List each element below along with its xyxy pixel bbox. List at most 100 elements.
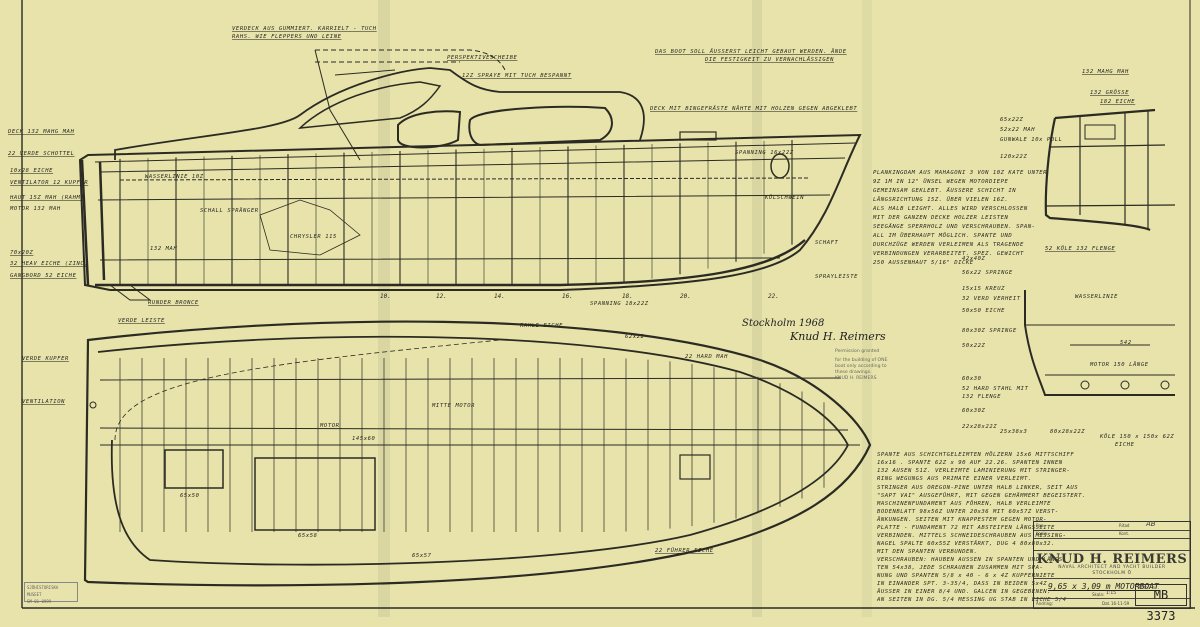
- waterline: [119, 177, 811, 181]
- permission-line: boat only according to: [835, 364, 887, 369]
- station-number: 16.: [562, 293, 573, 300]
- scale-value: 1:15: [1106, 591, 1117, 596]
- annotation: 22 FÜHRER EICHE: [655, 547, 714, 554]
- annotation: MOTOR 150 LÄNGE: [1089, 361, 1149, 368]
- dimension-label: 25x38x3: [1000, 429, 1027, 435]
- dimension-label: 32 VERD VERHEIT: [961, 296, 1021, 302]
- stamp-line: SJÖHISTORISKA MUSEET: [27, 585, 59, 597]
- frame-lines: [119, 358, 825, 532]
- anchor-well: [770, 153, 790, 179]
- note-line: RING WEGUNGS AUS PRIMATE EINER VERLEIMT.: [877, 476, 1032, 482]
- fold-shadow: [752, 0, 762, 617]
- permission-line: these drawings.: [835, 370, 872, 375]
- firm-city: STOCKHOLM Ö: [1092, 571, 1132, 576]
- annotation: PERSPEKTIVESCHEIBE: [447, 55, 517, 61]
- note-line: PLATTE - FUNDAMENT 72 MIT ABSTEIFEN LÄNG…: [877, 524, 1055, 531]
- annotation: 52x22 MAH: [1000, 127, 1035, 133]
- dimension-label: 50x50 EICHE: [962, 308, 1005, 314]
- annotation: RUNDER BRONCE: [148, 300, 199, 306]
- cross-section-aft: 132 MAHG MAH 132 GRÖSSE 182 EICHE 65x22Z…: [1000, 69, 1176, 252]
- section-outline: [1044, 108, 1156, 232]
- signature-date: Stockholm 1968: [742, 318, 825, 329]
- annotation: 12Z SPRAYE MIT TUCH BESPANNT: [462, 73, 572, 79]
- annotation: 52 KÖLE 132 FLENGE: [1045, 245, 1115, 252]
- note-line: STRINGER AUS OREGON-PINE UNTER HALB LINK…: [877, 485, 1078, 491]
- dimension-label: 42x40Z: [962, 256, 986, 262]
- canopy-struts: [314, 49, 396, 161]
- annotation: 65x50: [180, 493, 200, 499]
- drawing-number: Ritn. nr. MB 3373: [1135, 584, 1187, 623]
- note-line: NAGEL SPALTE 60x55Z VERSTÄRKT, DUG 4 80x…: [876, 540, 1055, 547]
- hull-plan-outline: [83, 320, 872, 587]
- plan-annotations: VERDE LEISTE VERDE KUPFER VENTILATION MI…: [22, 318, 728, 559]
- annotation: 120x22Z: [1000, 154, 1027, 160]
- annotation: CHRYSLER 115: [290, 234, 337, 240]
- section-members: [1045, 110, 1176, 230]
- annotation: KÖLE 150 x 150x 62Z: [1099, 433, 1174, 440]
- note-line: AN SEITEN IN DG. 5/4 MESSING UG STAB IN …: [876, 597, 1067, 603]
- profile-view: 10. 12. 14. 16. 18. 20. 22. VERDECK AUS …: [7, 26, 862, 307]
- bolt-icon: [1120, 380, 1130, 390]
- plan-view: VERDE LEISTE VERDE KUPFER VENTILATION MI…: [22, 318, 872, 587]
- annotation: 70x20Z: [10, 250, 34, 256]
- engine-outline: [259, 199, 361, 256]
- hull-profile-outline: [78, 133, 862, 291]
- tb-initials: AB: [1146, 520, 1156, 528]
- change-label: Ändring:: [1036, 601, 1053, 606]
- date-label: Dat.: [1102, 601, 1111, 606]
- station-numbers: 10. 12. 14. 16. 18. 20. 22.: [380, 293, 779, 300]
- specification-notes: PLANKINGDAM AUS MAHAGONI 3 VON 10Z KATE …: [872, 170, 1047, 266]
- permission-title: Permission granted: [835, 349, 880, 354]
- annotation: SPANNING 16x22Z: [735, 150, 794, 156]
- firm-subtitle: NAVAL ARCHITECT AND YACHT BUILDER: [1058, 565, 1166, 570]
- annotation: VERDE LEISTE: [118, 318, 165, 324]
- annotation: DAS BOOT SOLL ÄUSSERST LEICHT GEBAUT WER…: [654, 48, 847, 55]
- ventilator-icon: [89, 401, 97, 409]
- tb-label: Ritad: [1119, 523, 1130, 528]
- annotation: RAHLE EICHE: [520, 323, 563, 329]
- floor-hatch: [164, 449, 224, 489]
- annotation: DECK 132 MAHG MAH: [7, 129, 75, 135]
- frame-lines: [119, 140, 793, 285]
- annotation: SCHALL SPRÄNGER: [200, 207, 259, 214]
- annotation: VERDECK AUS GUMMIERT. KARRIELT - TUCH: [232, 26, 377, 32]
- station-number: 20.: [680, 293, 691, 300]
- annotation: MOTOR: [319, 423, 340, 429]
- annotation: GANGBORD 52 EICHE: [10, 273, 77, 279]
- porthole-window: [397, 110, 462, 149]
- note-line: VERBINDUNGEN VERARBEITET. SPEZ. GEWICHT: [873, 251, 1024, 257]
- dimension-label: 80x30Z SPRINGE: [962, 328, 1017, 334]
- annotation: VERDE KUPFER: [22, 356, 69, 362]
- note-line: MIT DEN SPANTEN VERBUNDEN.: [876, 549, 978, 555]
- note-line: MASCHINENFUNDAMENT AUS FÖHREN, HALB VERL…: [876, 500, 1051, 507]
- dimension-label: 132 FLENGE: [962, 394, 1001, 400]
- tb-row: Kopia Kont.: [1034, 530, 1190, 539]
- note-line: ALS HALB LEIGHT. ALLES WIRD VERSCHLOSSEN: [872, 206, 1028, 212]
- dimension-label: 60x30: [962, 376, 982, 382]
- annotation: MOTOR 132 MAH: [9, 206, 61, 212]
- drawing-title: 9,65 x 3,09 m MOTORBOAT: [1048, 582, 1159, 591]
- section-members: [1025, 324, 1175, 376]
- dimension-list: 42x40Z 56x22 SPRINGE 15x15 KREUZ 32 VERD…: [961, 256, 1028, 435]
- section-outline: [1024, 290, 1175, 396]
- fold-shadow: [862, 0, 872, 617]
- stringer-lines: [94, 142, 856, 261]
- note-line: ALL IM ÜBERHAUPT MÖGLICH. SPANTE UND: [872, 232, 1012, 239]
- dimension-label: 56x22 SPRINGE: [962, 270, 1013, 276]
- annotation: 145x60: [352, 436, 376, 442]
- signature: Knud H. Reimers: [790, 330, 886, 343]
- annotation: DECK MIT BINGEFRÄSTE NÄHTE MIT HOLZEN GE…: [649, 105, 857, 112]
- annotation: RAHS. WIE FLEPPERS UND LEINE: [232, 34, 342, 40]
- longitudinal-lines: [99, 377, 860, 446]
- note-line: 250 AUSSENHAUT 5/16" DICKE: [873, 260, 974, 266]
- annotation: WASSERLINIE: [1075, 294, 1118, 300]
- note-line: TEN 54x38, JEDE SCHRAUBEN ZUSAMMEN MIT S…: [877, 565, 1043, 571]
- note-line: BODENBLATT 98x56Z UNTER 20x36 MIT 60x57Z…: [877, 509, 1059, 515]
- cabin-window: [468, 105, 613, 147]
- deck-edge-line: [114, 339, 501, 441]
- station-number: 14.: [494, 293, 505, 300]
- note-line: 16x16 . SPANTE 62Z x 90 AUF 22.26. SPANT…: [877, 460, 1063, 466]
- note-line: ÄNKUNGEN. SEITEN MIT KNAPPESTEM GEGEN MO…: [876, 516, 1047, 523]
- cross-section-midship: WASSERLINIE MOTOR 150 LÄNGE 542 80x28x22…: [1024, 290, 1175, 448]
